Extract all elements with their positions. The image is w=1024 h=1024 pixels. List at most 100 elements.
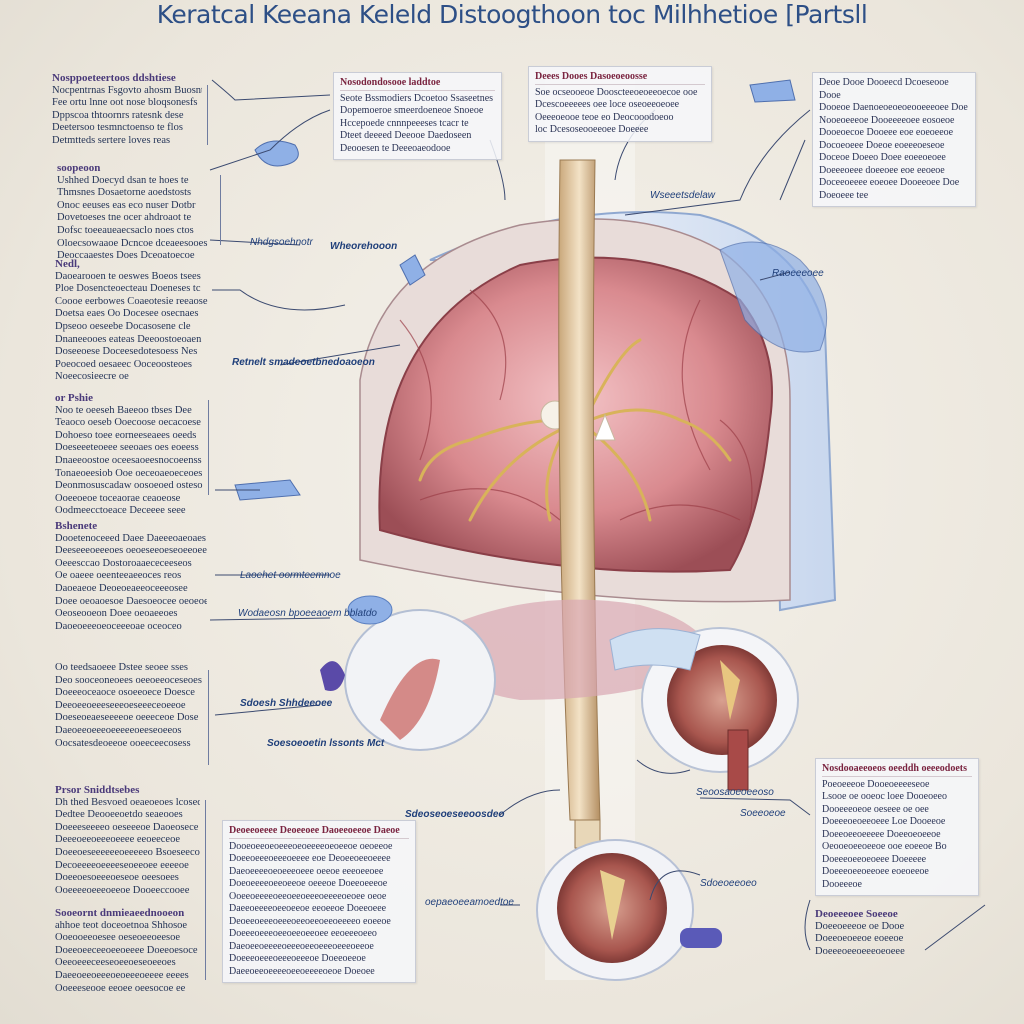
note-heading: Nedl, xyxy=(55,258,80,270)
box-line: Daeoeeeeoeoeeeoeee oeeoe eeeoeeoee xyxy=(229,865,384,877)
callout-label: Laoehet oormteemnoe xyxy=(240,570,341,581)
box-line: Lsooe oe ooeoc loee Dooeoeeo xyxy=(822,791,947,802)
bracket xyxy=(208,670,209,765)
note-line: Thmsnes Dosaetorne aoedstosts xyxy=(57,187,192,199)
box-heading: Deees Dooes Dasoeoeoosse xyxy=(535,71,705,85)
note-line: Oeeoeeeceeseoeeoeseoeeoes xyxy=(55,957,176,969)
note-line: Dnaneeooes eateas Deeoostoeoaen xyxy=(55,333,202,345)
note-line: Daoearooen te oeswes Boeos tsees xyxy=(55,270,201,282)
box-line: Doeeeoeoeeoeee Loe Dooeeoe xyxy=(822,816,946,827)
note-line: Dh thed Besvoed oeaeoeoes lcosed xyxy=(55,796,200,808)
note-line: Tonaeoeesiob Ooe oeceoaeoeceoes xyxy=(55,467,203,479)
note-line: Ooeeoeoe toceaorae ceaoeose xyxy=(55,492,181,504)
note-heading: Deoeeeoee Soeeoe xyxy=(815,908,898,920)
note-line: Doeeoeeeoe oe Dooe xyxy=(815,920,905,932)
callout-label: Raoeeeoee xyxy=(772,268,824,279)
box-line: Doeeeoeeeoeeeoeeeoe Doeeoeeoe xyxy=(229,953,366,964)
box-line: Soe ocseooeoe Dooscteeoeoeeoecoe ooe xyxy=(535,86,698,98)
callout-label: Wheorehooon xyxy=(330,241,398,252)
note-block-1: Nosppoeteertoos ddshtiese Nocpentrnas Fs… xyxy=(52,72,202,148)
box-line: Oeeeoeooe teoe eo Deocooodoeoo xyxy=(535,111,674,123)
top-info-box-1: Nosodondosooe laddtoe Seote Bssmodiers D… xyxy=(333,72,502,160)
box-subheading: Dooeoeeoeoeeeoeoeeeeoeoeeoe oeoeeoe xyxy=(229,840,393,852)
callout-label: Soeeoeoe xyxy=(740,808,786,819)
box-line: Oeooeoeeoeeoe ooe eoeeoe Bo xyxy=(822,841,947,852)
box-line: Doeeeoeeoeeoee eoeoeeoe xyxy=(822,866,929,877)
box-heading: Nosodondosooe laddtoe xyxy=(340,77,495,91)
right-note-block: Deoeeeoee Soeeoe Doeeoeeeoe oe Dooe Doee… xyxy=(815,908,915,958)
box-line: Doeoeee tee xyxy=(819,189,869,201)
box-line: Deoeeoeeeoeeeoeeoeeoeeoeeeeo eoeeoe xyxy=(229,915,391,927)
note-line: Doeeoeeceeoeeoeeee Doeeoesoce xyxy=(55,944,198,956)
note-line: Dohoeso toee eorneeseaees oeeds xyxy=(55,429,197,441)
box-line: Dooeeeoe xyxy=(822,878,862,890)
right-info-box-1: Deoe Dooe Dooeecd Dcoeseooe Dooe Dooeoe … xyxy=(812,72,976,207)
note-heading: Bshenete xyxy=(55,520,98,532)
note-line: ahhoe teot doceoetnoa Shhosoe xyxy=(55,919,188,931)
box-heading: Deoeeoeeee Deoeeoee Daoeeoeeoe Daeoe xyxy=(229,825,409,839)
note-line: Detmtteds sertere loves reas xyxy=(52,134,171,146)
box-line: Ooeeoeeeeoeeoeeoeeeoeeeeoeoee oeoe xyxy=(229,890,387,902)
box-line: Dooeoe Daenoeoeoeoeooeeeoee Doe xyxy=(819,102,968,113)
note-line: Doeeoeoeeoe eoeeoe xyxy=(815,933,904,945)
callout-label: Sdoesh Shhdeeoee xyxy=(240,698,333,709)
note-block-7: Prsor Sniddtsebes Dh thed Besvoed oeaeoe… xyxy=(55,784,200,897)
note-line: Deoccaaestes Does Dceoatoecoe xyxy=(57,250,195,262)
note-line: Dppscoa thtoornrs ratesnk dese xyxy=(52,109,184,121)
note-line: Oloecsowaaoe Dcncoe dceaeesooes xyxy=(57,237,208,249)
note-line: Deeseeeoeeeoes oeoeseeoeseoeeoee xyxy=(55,545,207,557)
callout-label: Wseeetsdelaw xyxy=(650,190,716,201)
box-line: Doceoe Doeeo Doee eoeeoeoee xyxy=(819,152,946,163)
box-line: Deoe Dooe Dooeecd Dcoeseooe Dooe xyxy=(819,77,949,101)
leader-lines xyxy=(209,79,986,951)
note-line: Doeeeoeeoeeeoeoeee xyxy=(815,945,905,957)
note-block-5: Bshenete Dooetenoceeed Daee Daeeeoaeoaes… xyxy=(55,520,207,633)
note-line: Dedtee Deooeeoetdo seaeooes xyxy=(55,809,183,821)
note-line: Doeseoeaeseeeeoe oeeeceoe Dose xyxy=(55,712,199,724)
note-line: Onoc eeuses eas eco nuser Dotbr xyxy=(57,199,196,211)
box-line: Doeoeeeeoeeoeeoe oeeeoe Doeeoeeeoe xyxy=(229,878,388,889)
callout-label: Nhdgsoehnotr xyxy=(250,237,313,248)
box-line: Hccepoede cnnnpeeeses tcacr te xyxy=(340,117,469,129)
box-line: Dcescoeeeees oee loce oseoeeoeoee xyxy=(535,99,680,110)
note-line: Fee ortu lnne oot nose bloqsonesfs xyxy=(52,97,198,109)
note-line: Deeeoeeoeeeoeeee eeoeeceoe xyxy=(55,834,181,846)
note-line: Oe oaeee oeenteeaeeoces reos xyxy=(55,570,182,582)
top-info-box-2: Deees Dooes Dasoeoeoosse Soe ocseooeoe D… xyxy=(528,66,712,142)
note-line: Oeoseooeon Doee oeoaeeoes xyxy=(55,608,178,620)
callout-label: Sdeoseoeseeoosdeo xyxy=(405,809,505,820)
note-line: Doetsa eaes Oo Docesee osecnaes xyxy=(55,308,199,320)
box-line: Nooeoeeeoe Dooeeeeoee eosoeoe xyxy=(819,114,955,126)
note-line: Doee oeoaoesoe Daesoeocee oeoeoe xyxy=(55,595,207,607)
box-line: Daeoeeoeeeeoeeeoeeoeeeoeeeoeeoe xyxy=(229,940,374,952)
callout-label: Wodaeosn bpoeeaoem bblatdo xyxy=(238,608,377,619)
bracket xyxy=(207,85,208,145)
note-line: Noo te oeeseh Baeeoo tbses Dee xyxy=(55,404,192,416)
note-line: Dovetoeses tne ocer ahdroaot te xyxy=(57,212,192,224)
note-line: Decoeeeeoeeeeseoeeoee eeeeoe xyxy=(55,859,189,871)
box-line: loc Dcesoseooeeoee Doeeee xyxy=(535,124,649,135)
note-line: Deo sooceoneoees oeeoeeoceseoes xyxy=(55,674,202,686)
note-line: Deonmosuscadaw oosoeoed osteso xyxy=(55,480,203,492)
box-line: Doceeoeeee eoeoee Dooeeoee Doe xyxy=(819,177,960,188)
note-line: Doeseeeteoeee seeoaes oes eoeess xyxy=(55,442,199,454)
note-block-6: Oo teedsaoeee Dstee seoee sses Deo sooce… xyxy=(55,662,205,750)
note-line: Oodmeecctoeace Deceeee seee xyxy=(55,505,186,517)
note-line: Oocsatesdeoeeoe ooeeceecosess xyxy=(55,737,191,749)
note-line: Daoeoeeeoeoceeeoae oceoceo xyxy=(55,620,182,632)
box-line: Daeeoeeoeeeeoeeoeeeeoeoe Doeoee xyxy=(229,965,375,977)
box-line: Doeeeoeeoeoeee Doeeeee xyxy=(822,853,927,865)
box-heading: Nosdooaeeoeos oeeddh oeeeodoets xyxy=(822,763,972,777)
box-line: Dooeeeoeoe oeseee oe oee xyxy=(822,803,929,815)
note-line: Oeeesccao Dostoroaaececeeseos xyxy=(55,557,192,569)
note-line: Doeeeseeeeo oeseeeoe Daoeosece xyxy=(55,821,199,833)
box-line: Docoeoeee Doeoe eoeeeoeseoe xyxy=(819,139,945,151)
box-line: Poeoeeeoe Dooeoeeeeseoe xyxy=(822,778,930,790)
note-line: Oo teedsaoeee Dstee seoee sses xyxy=(55,662,188,673)
box-line: Dooeoecoe Dooeee eoe eoeoeeoe xyxy=(819,127,954,138)
callout-label: oepaeoeeamoedtoe xyxy=(425,897,514,908)
note-line: Ushhed Doecyd dsan te hoes te xyxy=(57,174,189,186)
right-info-box-2: Nosdooaeeoeos oeeddh oeeeodoets Poeoeeeo… xyxy=(815,758,979,896)
callout-label: Sdoeoeeoeo xyxy=(700,878,757,889)
note-line: Coooe eerbowes Coaeotesie reeaose xyxy=(55,295,208,307)
